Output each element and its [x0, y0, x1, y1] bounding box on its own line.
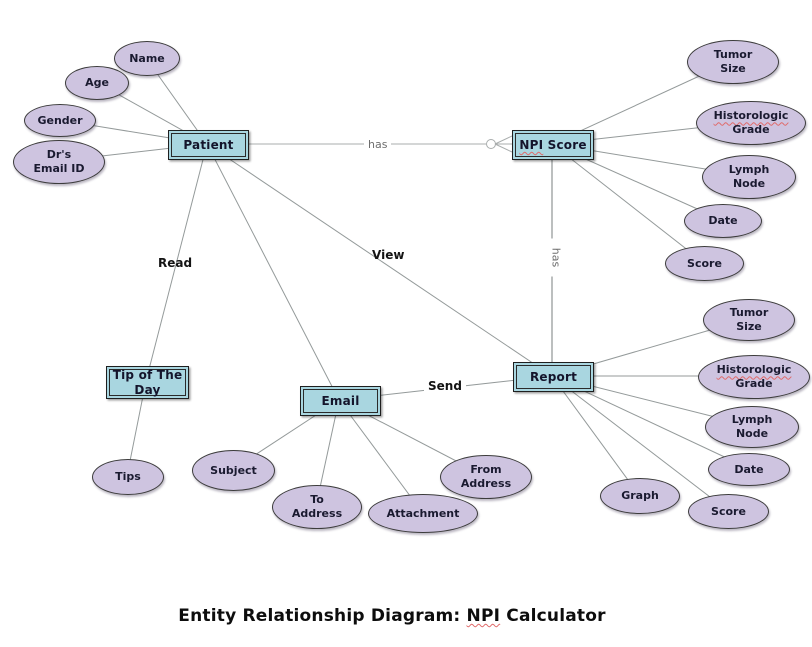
entity-patient: Patient [168, 130, 249, 160]
attribute-tips-label: Tips [115, 470, 141, 484]
attribute-report-score-label: Score [711, 504, 746, 518]
attribute-npi-lymph-node-label: Lymph Node [728, 163, 770, 190]
attribute-npi-tumor-size: Tumor Size [687, 40, 779, 84]
title-npi-word: NPI [466, 606, 501, 626]
attribute-npi-score-value: Score [665, 246, 744, 281]
patient-relationship-lines [145, 143, 553, 401]
line-patient-email [206, 143, 340, 401]
relationship-label-has-vertical: has [547, 238, 563, 277]
attribute-drs-email-id: Dr's Email ID [13, 140, 105, 184]
attribute-npi-date-label: Date [708, 214, 738, 228]
attribute-attachment-label: Attachment [386, 506, 460, 520]
attribute-age: Age [65, 66, 129, 100]
line-patient-read-tip [145, 143, 208, 382]
entity-report: Report [513, 362, 594, 392]
title-prefix: Entity Relationship Diagram: [178, 606, 467, 626]
attribute-npi-lymph-node: Lymph Node [702, 155, 796, 199]
attribute-tips: Tips [92, 459, 164, 495]
attribute-from-address-label: From Address [460, 463, 512, 490]
relationship-label-has-horizontal: has [364, 138, 392, 152]
crow-foot-prong [494, 135, 513, 145]
grade-word: Grade [735, 377, 773, 390]
relationship-label-view: View [372, 248, 405, 262]
title-suffix: Calculator [500, 606, 606, 626]
attribute-npi-score-value-label: Score [687, 256, 722, 270]
attribute-graph-label: Graph [621, 489, 659, 503]
entity-email-label: Email [321, 393, 360, 408]
entity-tip-of-the-day: Tip of The Day [106, 366, 189, 399]
attribute-gender: Gender [24, 104, 96, 137]
attribute-name: Name [114, 41, 180, 76]
diagram-title: Entity Relationship Diagram: NPI Calcula… [178, 606, 605, 626]
historologic-word: Historologic [716, 363, 792, 377]
attribute-report-score: Score [688, 494, 769, 529]
attribute-report-date-label: Date [734, 462, 764, 476]
attribute-from-address: From Address [440, 455, 532, 499]
entity-npi-score-label: NPI Score [519, 138, 586, 152]
attribute-name-label: Name [129, 51, 165, 65]
attribute-graph: Graph [600, 478, 680, 514]
attribute-report-tumor-size: Tumor Size [703, 299, 795, 341]
attribute-to-address-label: To Address [291, 493, 343, 520]
entity-email: Email [300, 386, 381, 416]
attribute-attachment: Attachment [368, 494, 478, 533]
entity-patient-label: Patient [183, 137, 234, 152]
entity-npi-score: NPI Score [512, 130, 594, 160]
attribute-subject-label: Subject [210, 463, 257, 477]
entity-npi-score-word-score: Score [543, 137, 587, 152]
grade-word: Grade [732, 123, 770, 136]
entity-tip-of-the-day-label: Tip of The Day [112, 368, 183, 397]
attribute-report-lymph-node: Lymph Node [705, 406, 799, 448]
crow-foot-prong [494, 143, 513, 153]
attribute-subject: Subject [192, 450, 275, 491]
attribute-age-label: Age [85, 76, 109, 90]
attribute-report-lymph-node-label: Lymph Node [731, 413, 773, 440]
attribute-gender-label: Gender [37, 113, 83, 127]
attribute-drs-email-id-label: Dr's Email ID [33, 148, 85, 175]
historologic-word: Historologic [713, 109, 789, 123]
line-patient-view-report [206, 143, 553, 377]
relationship-label-read: Read [158, 256, 193, 270]
entity-npi-score-word-npi: NPI [519, 137, 544, 152]
attribute-report-tumor-size-label: Tumor Size [729, 306, 769, 333]
attribute-npi-date: Date [684, 204, 762, 238]
attribute-npi-tumor-size-label: Tumor Size [713, 48, 753, 75]
relationship-label-send: Send [424, 379, 466, 393]
zero-cardinality-circle [486, 139, 496, 149]
entity-report-label: Report [529, 369, 578, 384]
attribute-to-address: To Address [272, 485, 362, 529]
attribute-report-date: Date [708, 453, 790, 486]
